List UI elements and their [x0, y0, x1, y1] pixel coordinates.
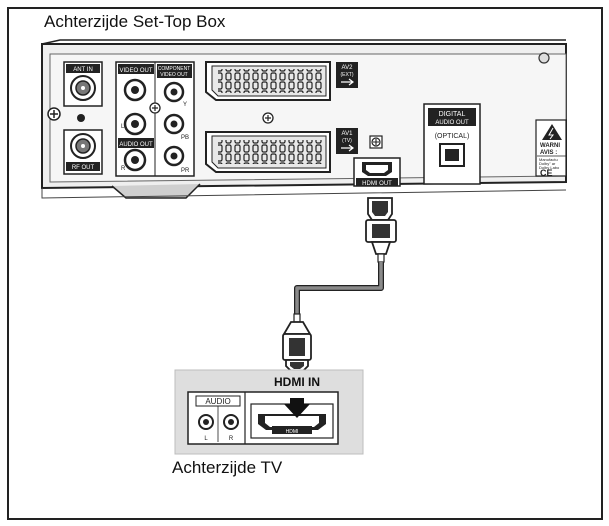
av1-label-2: (TV)	[342, 138, 352, 144]
component-label-1: COMPONENT	[158, 66, 191, 72]
digital-audio-out-port: DIGITAL AUDIO OUT (OPTICAL)	[423, 103, 481, 185]
ant-in-label: ANT IN	[73, 67, 93, 73]
audio-out-label: AUDIO OUT	[119, 142, 153, 148]
manufacturer-text-1: Manufactu	[539, 157, 558, 162]
hdmi-in-label: HDMI IN	[274, 375, 320, 389]
component-y-label: Y	[183, 102, 187, 108]
tv-panel: HDMI IN AUDIO L R HDMI	[174, 369, 364, 455]
scart-av1-port: AV1 (TV)	[205, 128, 358, 173]
rf-out-label: RF OUT	[72, 165, 95, 171]
hdmi-out-port: HDMI OUT	[353, 157, 401, 187]
scart-av2-port: AV2 (EXT)	[205, 61, 358, 101]
tv-audio-label: AUDIO	[205, 397, 230, 406]
manufacturer-text-3: Dolby Labo	[539, 165, 560, 170]
digital-label-2: AUDIO OUT	[435, 120, 469, 126]
video-out-label: VIDEO OUT	[119, 68, 152, 74]
hdmi-out-label: HDMI OUT	[362, 181, 392, 187]
av1-label-1: AV1	[342, 131, 354, 137]
tv-title: Achterzijde TV	[172, 458, 283, 477]
digital-label-1: DIGITAL	[439, 111, 466, 118]
hdmi-cable	[282, 197, 397, 373]
optical-label: (OPTICAL)	[435, 133, 470, 140]
av-output-group: VIDEO OUT COMPONENT VIDEO OUT L AUDIO OU…	[115, 61, 195, 177]
warning-text-1: WARNI	[540, 143, 560, 149]
component-pb-label: PB	[181, 135, 189, 141]
audio-r-label: R	[121, 166, 126, 172]
stb-title: Achterzijde Set-Top Box	[44, 12, 226, 31]
warning-text-2: AVIS :	[540, 150, 557, 156]
ant-in-port: ANT IN	[63, 61, 103, 107]
av2-label-2: (EXT)	[340, 72, 353, 78]
av2-label-1: AV2	[342, 65, 354, 71]
audio-l-label: L	[121, 124, 125, 130]
component-label-2: VIDEO OUT	[160, 72, 188, 78]
tv-hdmi-label: HDMI	[286, 429, 299, 435]
ce-mark: CE	[540, 168, 553, 178]
rf-out-port: RF OUT	[63, 129, 103, 175]
component-pr-label: PR	[181, 168, 190, 174]
tv-audio-l-label: L	[204, 436, 208, 442]
manufacturer-text-2: Dolby" ar	[539, 161, 556, 166]
warning-label: WARNI AVIS : Manufactu Dolby" ar Dolby L…	[535, 119, 567, 178]
tv-audio-r-label: R	[229, 436, 234, 442]
